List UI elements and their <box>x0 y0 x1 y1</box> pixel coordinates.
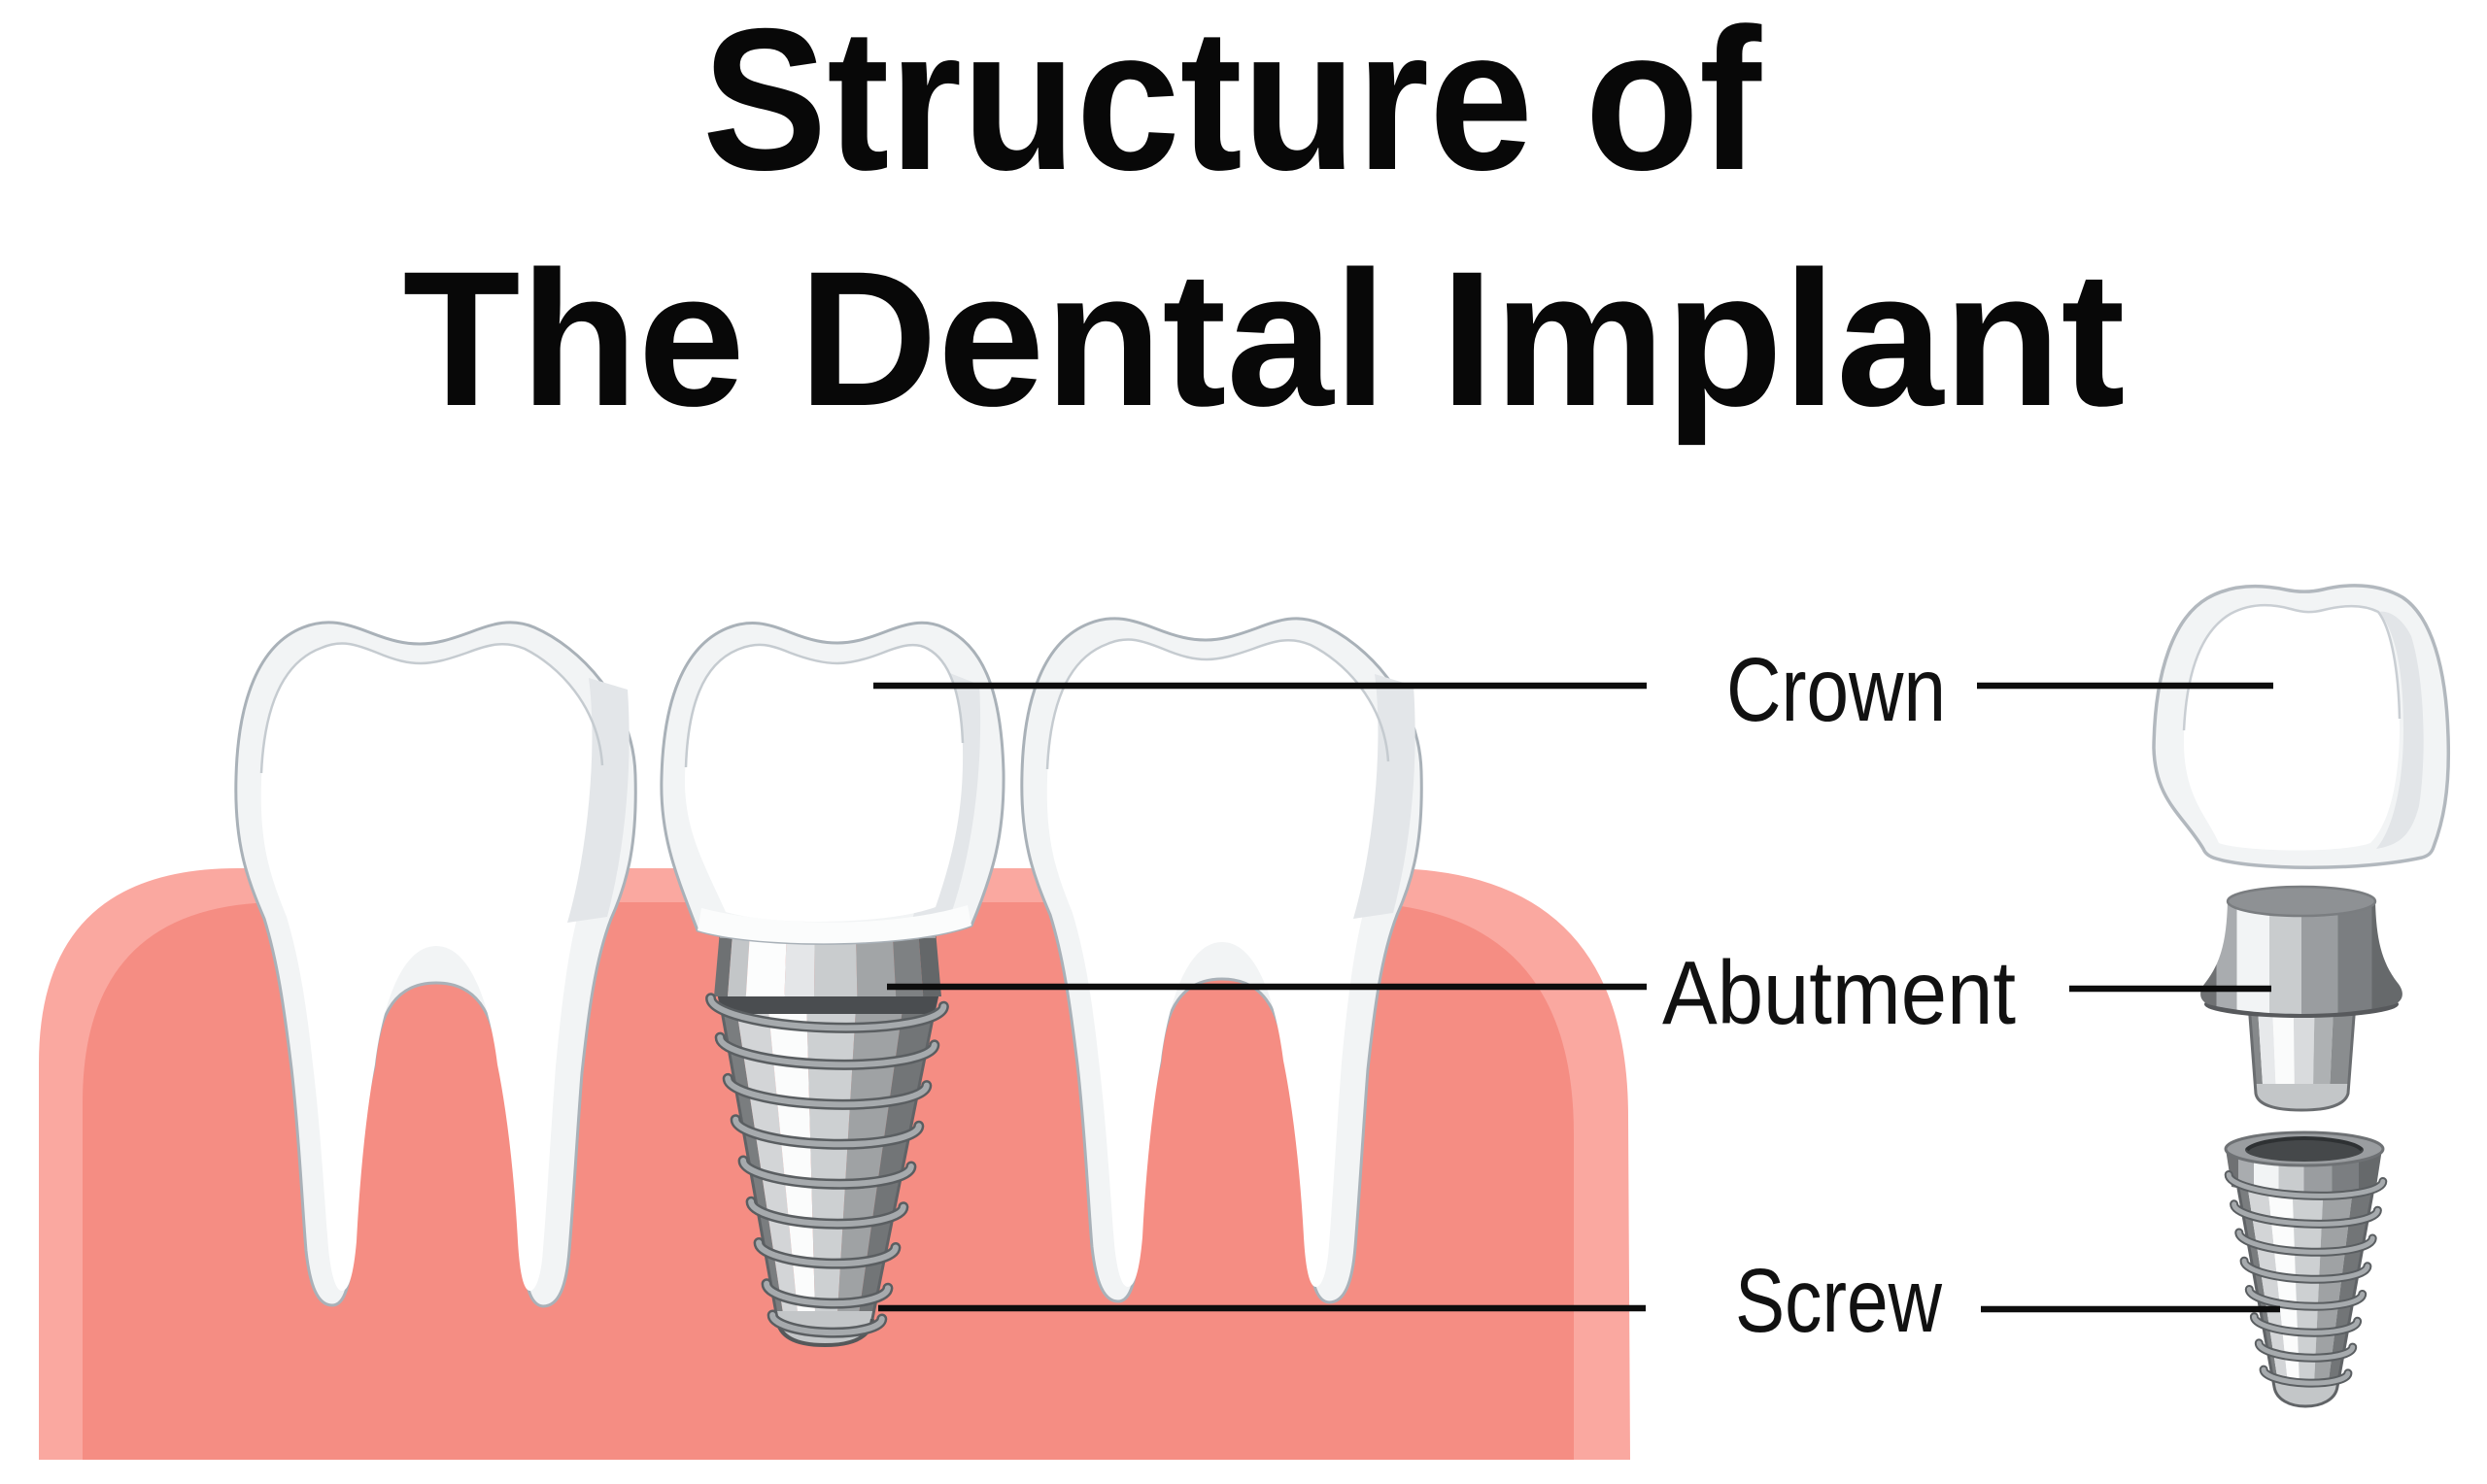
svg-text:Abutment: Abutment <box>1662 942 2016 1043</box>
svg-text:Crown: Crown <box>1726 639 1946 740</box>
svg-text:Structure of: Structure of <box>702 0 1762 213</box>
svg-text:Screw: Screw <box>1735 1250 1943 1351</box>
svg-text:The Dental Implant: The Dental Implant <box>403 231 2126 446</box>
